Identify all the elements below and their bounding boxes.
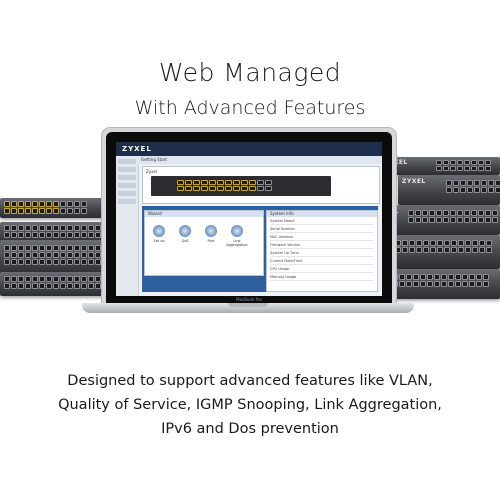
device-panel-title: Zyxel bbox=[146, 169, 157, 174]
device-image bbox=[151, 176, 331, 196]
caption-line-3: IPv6 and Dos prevention bbox=[161, 421, 339, 437]
switch-right-top: ZYXEL bbox=[380, 157, 500, 175]
laptop-base bbox=[82, 303, 414, 313]
icon-label: Link Aggregation bbox=[226, 239, 248, 247]
switch-left-bottom bbox=[0, 272, 115, 296]
web-ui-device-panel: Zyxel bbox=[142, 166, 380, 204]
port-icon[interactable] bbox=[205, 225, 217, 237]
laptop-screen: ZYXEL Getting Start Zyxel Wizard Set up … bbox=[116, 142, 382, 296]
info-row: MAC Address bbox=[270, 235, 374, 241]
info-row: Memory Usage bbox=[270, 275, 374, 281]
info-row: System Up Time bbox=[270, 251, 374, 257]
web-ui-sidebar[interactable] bbox=[116, 156, 139, 296]
switch-brand: ZYXEL bbox=[402, 178, 426, 185]
subtitle: With Advanced Features bbox=[134, 97, 366, 119]
title: Web Managed bbox=[158, 58, 342, 87]
web-ui-header: ZYXEL bbox=[116, 142, 382, 156]
caption-line-2: Quality of Service, IGMP Snooping, Link … bbox=[58, 397, 442, 413]
switch-right-2: ZYXEL bbox=[398, 175, 500, 205]
icon-label: QoS bbox=[181, 239, 189, 243]
web-ui-tab[interactable]: Getting Start bbox=[138, 156, 382, 164]
info-row: Serial Number bbox=[270, 227, 374, 233]
system-info-box: System Info System Name Serial Number MA… bbox=[266, 210, 378, 292]
info-row: Current Date/Time bbox=[270, 259, 374, 265]
laptop: ZYXEL Getting Start Zyxel Wizard Set up … bbox=[82, 0, 414, 325]
wizard-box-title: Wizard bbox=[145, 211, 263, 217]
icon-label: Port bbox=[207, 239, 215, 243]
system-info-title: System Info bbox=[267, 211, 377, 217]
switch-left-mid bbox=[0, 222, 120, 244]
zyxel-logo: ZYXEL bbox=[122, 145, 152, 153]
laptop-notch bbox=[228, 303, 268, 307]
switch-left-top bbox=[0, 198, 110, 218]
caption-line-1: Designed to support advanced features li… bbox=[67, 373, 433, 389]
info-row: CPU Usage bbox=[270, 267, 374, 273]
link-aggregation-icon[interactable] bbox=[231, 225, 243, 237]
icon-label: Set up bbox=[153, 239, 165, 243]
setup-icon[interactable] bbox=[153, 225, 165, 237]
laptop-model-label: MacBook Pro bbox=[236, 297, 262, 302]
qos-icon[interactable] bbox=[179, 225, 191, 237]
caption: Designed to support advanced features li… bbox=[0, 369, 500, 441]
wizard-box: Wizard Set up QoS Port Link Aggregation bbox=[144, 210, 264, 276]
info-row: System Name bbox=[270, 219, 374, 225]
info-row: Firmware Version bbox=[270, 243, 374, 249]
